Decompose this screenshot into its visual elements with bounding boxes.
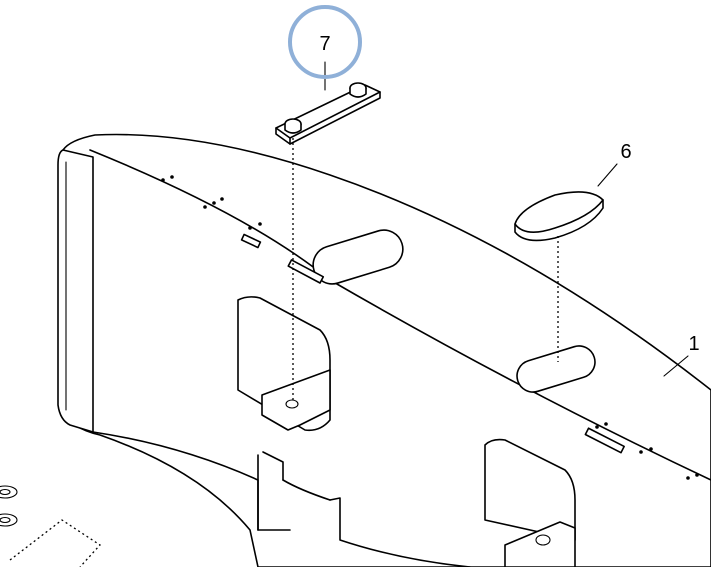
top-slot-right bbox=[516, 345, 596, 393]
assembly-lines bbox=[292, 138, 559, 400]
callout-highlight-circle bbox=[288, 5, 362, 79]
dot-marks bbox=[161, 175, 699, 480]
callout-part-7: 7 bbox=[319, 33, 330, 55]
counterweight-body bbox=[57, 133, 711, 567]
front-opening-right bbox=[484, 438, 576, 567]
hardware-bottom-left bbox=[0, 485, 101, 567]
cap-part-6 bbox=[514, 191, 604, 242]
top-slot-left bbox=[312, 229, 404, 285]
ridge-tabs bbox=[240, 233, 625, 454]
plate-part-7 bbox=[275, 82, 381, 145]
callout-part-6: 6 bbox=[620, 141, 631, 163]
front-opening-left bbox=[237, 296, 331, 432]
callout-part-1: 1 bbox=[688, 333, 699, 355]
